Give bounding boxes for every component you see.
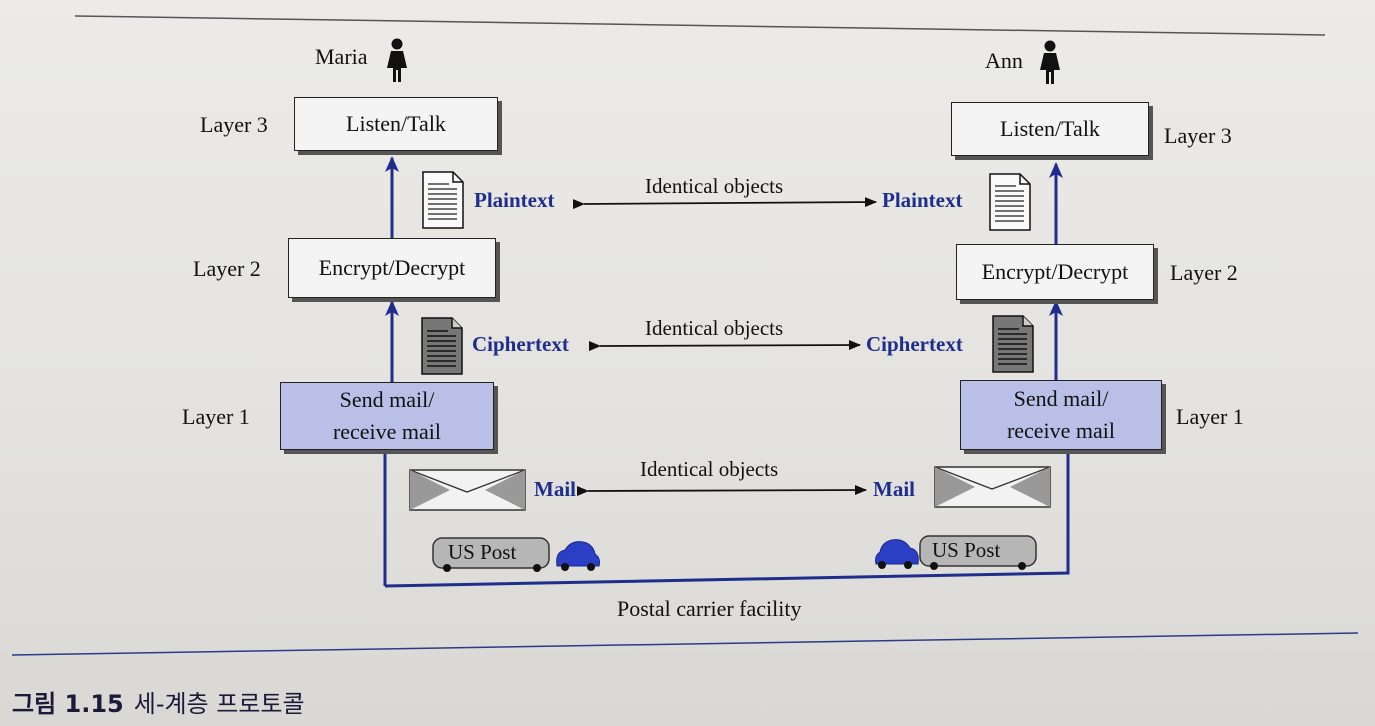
caption-number: 그림 1.15 bbox=[12, 690, 124, 718]
top-rule bbox=[74, 15, 1326, 36]
ciphertext-label-right: Ciphertext bbox=[866, 332, 963, 356]
mail-arrow bbox=[576, 485, 867, 497]
layer2-box-left-text: Encrypt/Decrypt bbox=[318, 255, 466, 281]
layer2-box-right: Encrypt/Decrypt bbox=[956, 244, 1154, 300]
layer3-label-left: Layer 3 bbox=[200, 112, 268, 137]
document-icon-plain-right bbox=[989, 173, 1031, 231]
truck-label-left: US Post bbox=[448, 540, 517, 564]
car-icon-right bbox=[875, 539, 919, 569]
caption-title: 세-계층 프로토콜 bbox=[133, 690, 305, 718]
layer1-box-left-line1: Send mail/ bbox=[339, 387, 435, 413]
identical-objects-plaintext: Identical objects bbox=[645, 174, 784, 198]
person-name-right: Ann bbox=[985, 48, 1023, 73]
layer3-label-right: Layer 3 bbox=[1164, 123, 1232, 148]
document-icon-plain-left bbox=[422, 171, 464, 229]
envelope-icon-right bbox=[934, 466, 1051, 508]
postal-carrier-facility-label: Postal carrier facility bbox=[617, 596, 802, 621]
figure-caption: 그림 1.15 세-계층 프로토콜 bbox=[12, 684, 305, 719]
layer3-box-left-text: Listen/Talk bbox=[346, 111, 446, 137]
layer1-label-left: Layer 1 bbox=[182, 404, 250, 429]
car-icon-left bbox=[556, 541, 600, 571]
bottom-path bbox=[384, 450, 1070, 588]
identical-objects-ciphertext: Identical objects bbox=[645, 316, 784, 340]
layer2-box-left: Encrypt/Decrypt bbox=[288, 238, 496, 298]
layer1-box-right: Send mail/ receive mail bbox=[960, 380, 1162, 450]
ciphertext-label-left: Ciphertext bbox=[472, 332, 569, 356]
person-icon-left bbox=[387, 38, 407, 82]
layer3-box-right-text: Listen/Talk bbox=[1000, 116, 1100, 142]
layer2-label-right: Layer 2 bbox=[1170, 260, 1238, 285]
mail-label-right: Mail bbox=[873, 477, 915, 501]
layer1-box-right-line1: Send mail/ bbox=[1013, 386, 1109, 412]
left-path bbox=[383, 448, 392, 586]
ciphertext-arrow bbox=[588, 340, 861, 352]
plaintext-label-right: Plaintext bbox=[882, 188, 963, 212]
document-icon-cipher-left bbox=[421, 317, 463, 375]
layer1-box-left: Send mail/ receive mail bbox=[280, 382, 494, 450]
plaintext-arrow bbox=[572, 197, 877, 210]
identical-objects-mail: Identical objects bbox=[640, 457, 779, 481]
layer3-box-left: Listen/Talk bbox=[294, 97, 498, 151]
person-name-left: Maria bbox=[315, 44, 368, 69]
layer1-box-left-line2: receive mail bbox=[332, 419, 442, 444]
truck-label-right: US Post bbox=[932, 538, 1001, 562]
truck-icon-right bbox=[919, 535, 1037, 570]
bottom-rule bbox=[11, 632, 1359, 656]
plaintext-label-left: Plaintext bbox=[474, 188, 555, 212]
document-icon-cipher-right bbox=[992, 315, 1034, 373]
layer3-box-right: Listen/Talk bbox=[951, 102, 1149, 156]
layer1-label-right: Layer 1 bbox=[1176, 404, 1244, 429]
person-icon-right bbox=[1040, 40, 1060, 84]
layer2-box-right-text: Encrypt/Decrypt bbox=[981, 259, 1129, 285]
envelope-icon-left bbox=[409, 469, 526, 511]
layer1-box-right-line2: receive mail bbox=[1006, 418, 1116, 443]
truck-icon-left bbox=[432, 537, 550, 572]
layer2-label-left: Layer 2 bbox=[193, 256, 261, 281]
mail-label-left: Mail bbox=[534, 477, 576, 501]
